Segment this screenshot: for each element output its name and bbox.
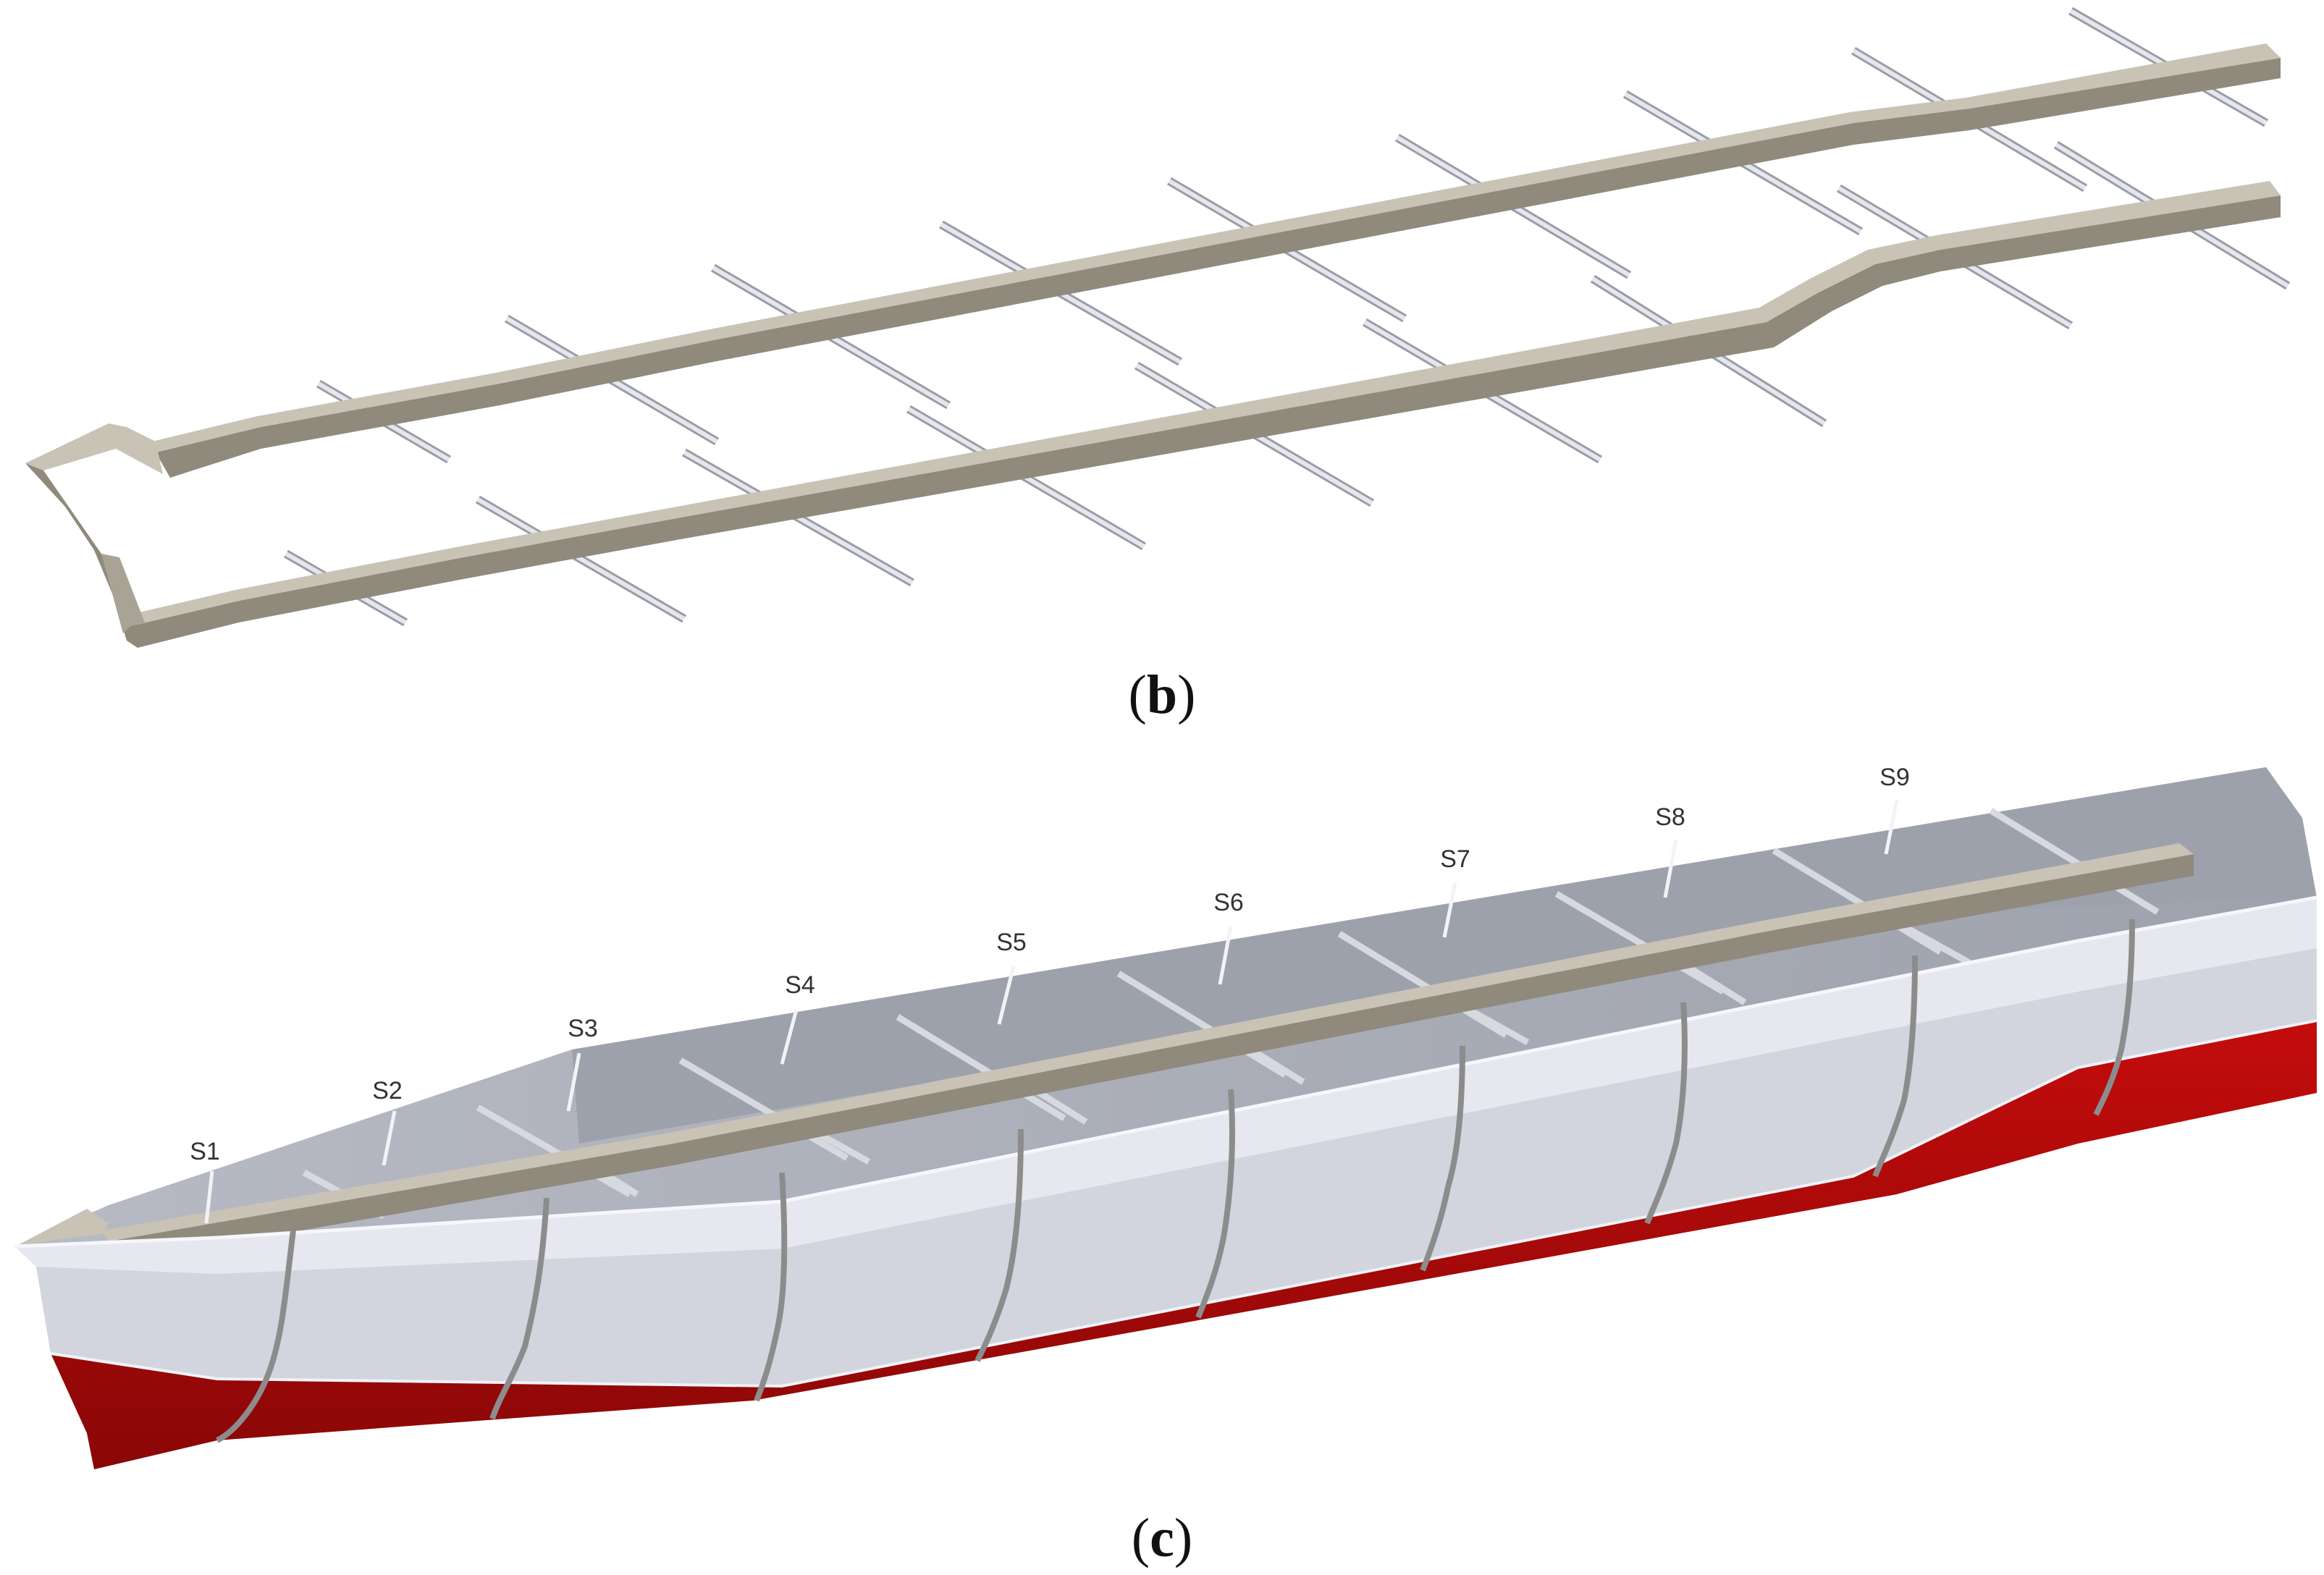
leader-line <box>997 966 1016 1025</box>
beam-top <box>101 843 2194 1241</box>
segment-joint <box>1872 955 1918 1178</box>
segment-label-s1: S1 <box>190 1138 220 1165</box>
deck-rib <box>476 1105 632 1197</box>
lower-longitudinal-beam <box>127 181 2281 648</box>
segment-joint <box>1420 1045 1465 1272</box>
segment-joints <box>216 919 2135 1443</box>
deck-rib <box>1772 848 1942 955</box>
caption-c: (c) <box>1132 1508 1192 1568</box>
segment-label-s2: S2 <box>372 1077 403 1105</box>
bow-tip <box>18 1209 109 1245</box>
deck-rib <box>1460 1003 1530 1045</box>
leader-line <box>1218 926 1233 985</box>
leader-line <box>382 1110 397 1166</box>
beam-side <box>156 58 2281 478</box>
frame-rib-highlight <box>476 497 686 621</box>
panel-c-hull: S1 S2 S3 S4 S5 S6 S7 S8 S9 <box>14 764 2317 1469</box>
segment-labels: S1 S2 S3 S4 S5 S6 S7 S8 S9 <box>190 764 1910 1165</box>
segment-joint <box>216 1230 296 1443</box>
segment-label-s9: S9 <box>1879 764 1910 791</box>
beam-top <box>127 181 2281 626</box>
bow-top <box>25 423 163 474</box>
deck-rib <box>896 1014 1066 1121</box>
upper-longitudinal-beam <box>152 43 2281 478</box>
segment-label-s4: S4 <box>785 971 815 999</box>
segment-label-s8: S8 <box>1655 803 1685 831</box>
bow-frame <box>25 423 163 648</box>
segment-joint <box>1644 1002 1688 1225</box>
deck-rib <box>1902 924 1971 966</box>
segment-joint <box>489 1197 550 1420</box>
deck-rib <box>678 1057 849 1161</box>
segment-label-s6: S6 <box>1213 889 1244 916</box>
leader-line <box>1663 839 1678 898</box>
segment-label-s3: S3 <box>568 1015 598 1042</box>
deck-longitudinal-beam <box>101 843 2194 1263</box>
hull-topside-lower <box>36 948 2317 1386</box>
hull-inner-wall <box>572 767 2317 1144</box>
leader-line <box>1884 799 1899 855</box>
leader-line <box>566 1052 581 1112</box>
segment-label-s7: S7 <box>1440 845 1470 873</box>
label-leaders <box>204 799 1899 1224</box>
deck-ribs <box>302 808 2160 1219</box>
leader-line <box>1442 882 1457 938</box>
leader-line <box>204 1170 214 1224</box>
beam-side <box>130 195 2281 648</box>
deck-rib <box>1989 808 2160 915</box>
beam-top <box>152 43 2281 452</box>
caption-b: (b) <box>1129 664 1196 725</box>
panel-b-structure <box>25 7 2291 648</box>
leader-line <box>780 1009 799 1065</box>
segment-joint <box>974 1128 1024 1362</box>
segment-label-s5: S5 <box>996 929 1027 956</box>
deck-rib <box>1116 971 1287 1078</box>
beam-side <box>109 854 2194 1263</box>
segment-joint <box>2093 919 2135 1116</box>
segment-joint <box>754 1172 788 1402</box>
deck-rib <box>1685 963 1747 1005</box>
bow-side-front <box>101 554 145 633</box>
segment-joint <box>1195 1089 1235 1319</box>
